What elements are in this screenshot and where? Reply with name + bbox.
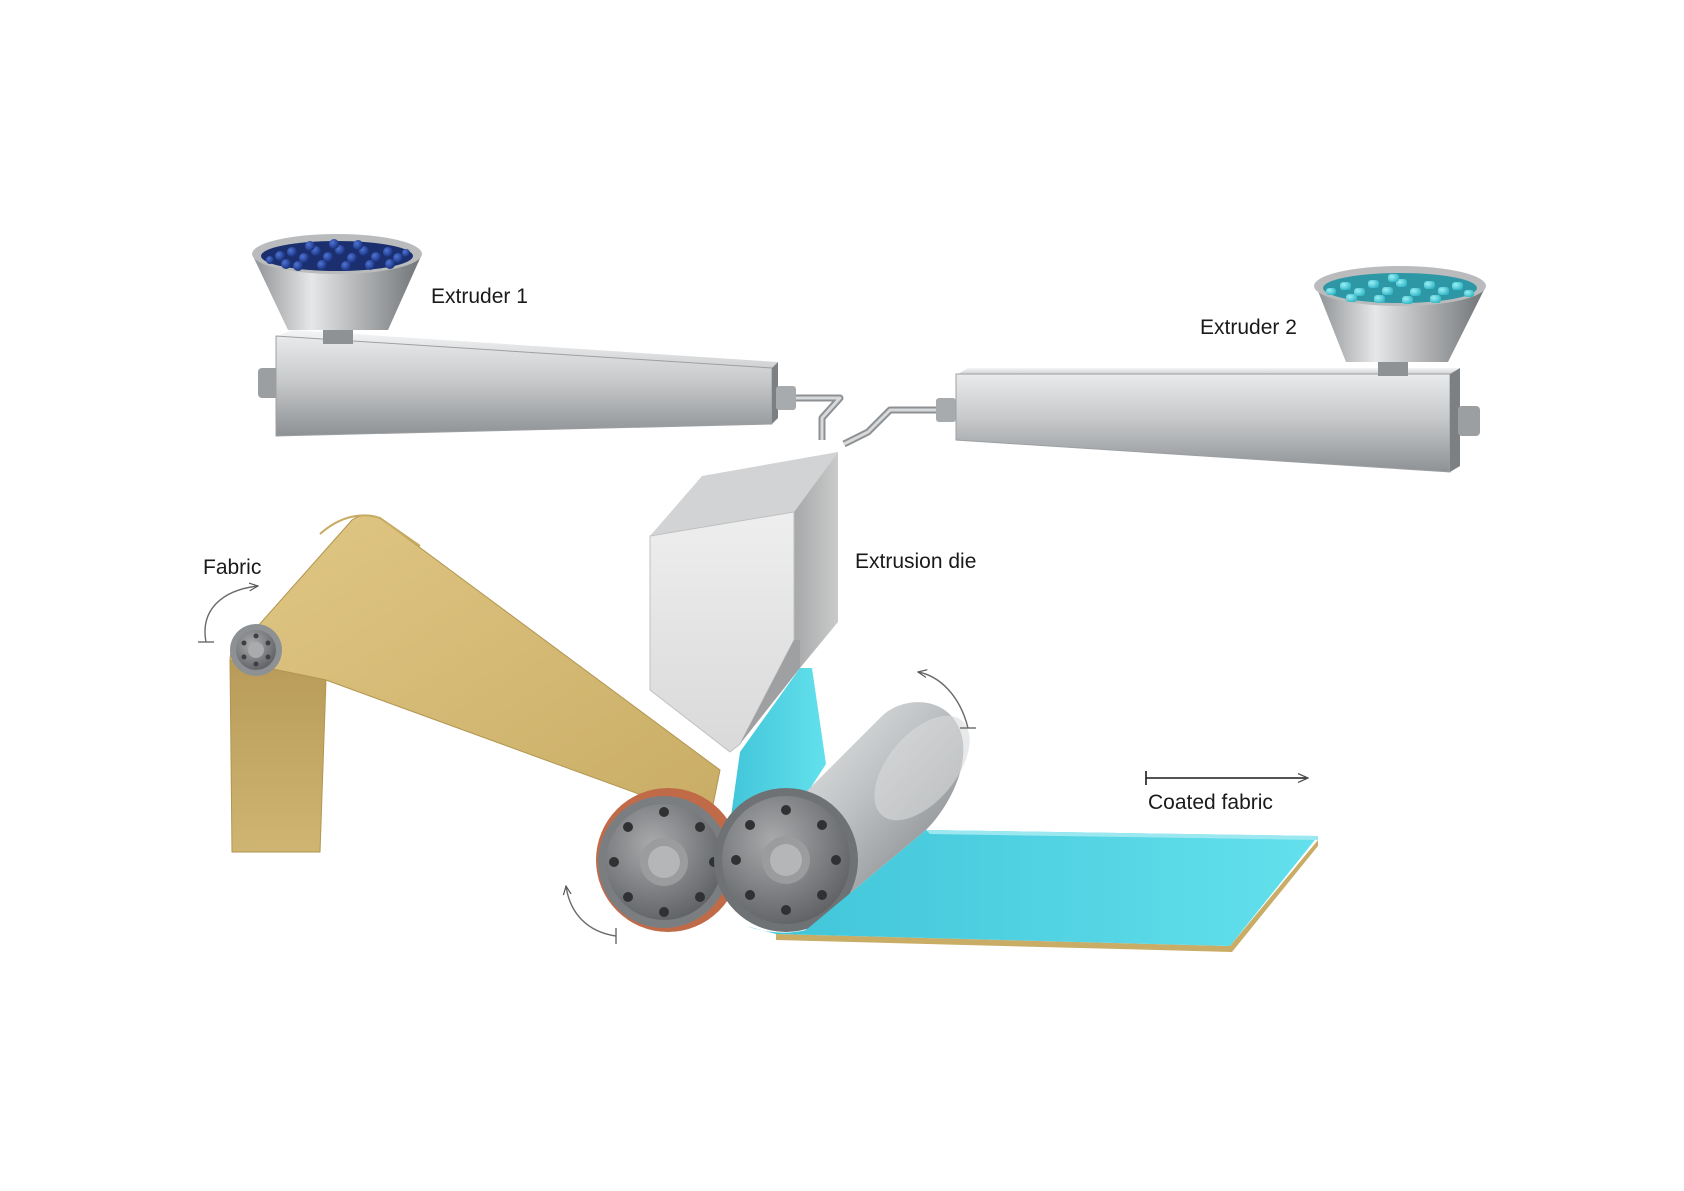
- extrusion-die: [649, 452, 838, 753]
- extruder-1-pellets: [266, 239, 410, 271]
- pressure-roller: [596, 788, 740, 932]
- curved-rotation-arrow-icon: [918, 672, 969, 729]
- coated-fabric-sheet: [746, 830, 1318, 952]
- curved-rotation-arrow-icon: [204, 586, 258, 643]
- idle-roller: [230, 624, 282, 676]
- extruder-2-hopper-neck: [1378, 360, 1408, 376]
- fabric-label: Fabric: [203, 556, 262, 579]
- extruder-1-hopper: [252, 254, 422, 330]
- rotation-arrows: [198, 586, 976, 944]
- fabric-hanging-section: [229, 659, 327, 853]
- extruder-2-pellets: [1326, 274, 1474, 304]
- extruder-1-end-cap: [258, 368, 280, 398]
- extruder-1-hopper-neck: [323, 328, 353, 344]
- feed-pipes: [796, 394, 936, 448]
- chill-roller-face: [714, 788, 858, 932]
- extruder-2-end-cap: [1458, 406, 1480, 436]
- extruder-2-label: Extruder 2: [1200, 316, 1297, 339]
- extruder-2: [936, 266, 1486, 473]
- extruder-1: [252, 234, 796, 437]
- extruder-1-label: Extruder 1: [431, 285, 528, 308]
- extruder-2-barrel: [955, 373, 1451, 473]
- extruder-2-outlet: [936, 398, 956, 422]
- extruder-1-outlet: [776, 386, 796, 410]
- extruder-2-hopper: [1316, 286, 1486, 362]
- extruder-2-barrel-top: [958, 368, 1460, 374]
- curved-rotation-arrow-icon: [566, 886, 617, 937]
- right-arrow-icon: [1145, 771, 1308, 785]
- extrusion-die-label: Extrusion die: [855, 550, 977, 573]
- coated-fabric-label: Coated fabric: [1148, 791, 1273, 814]
- extruder-1-barrel-top: [278, 330, 778, 368]
